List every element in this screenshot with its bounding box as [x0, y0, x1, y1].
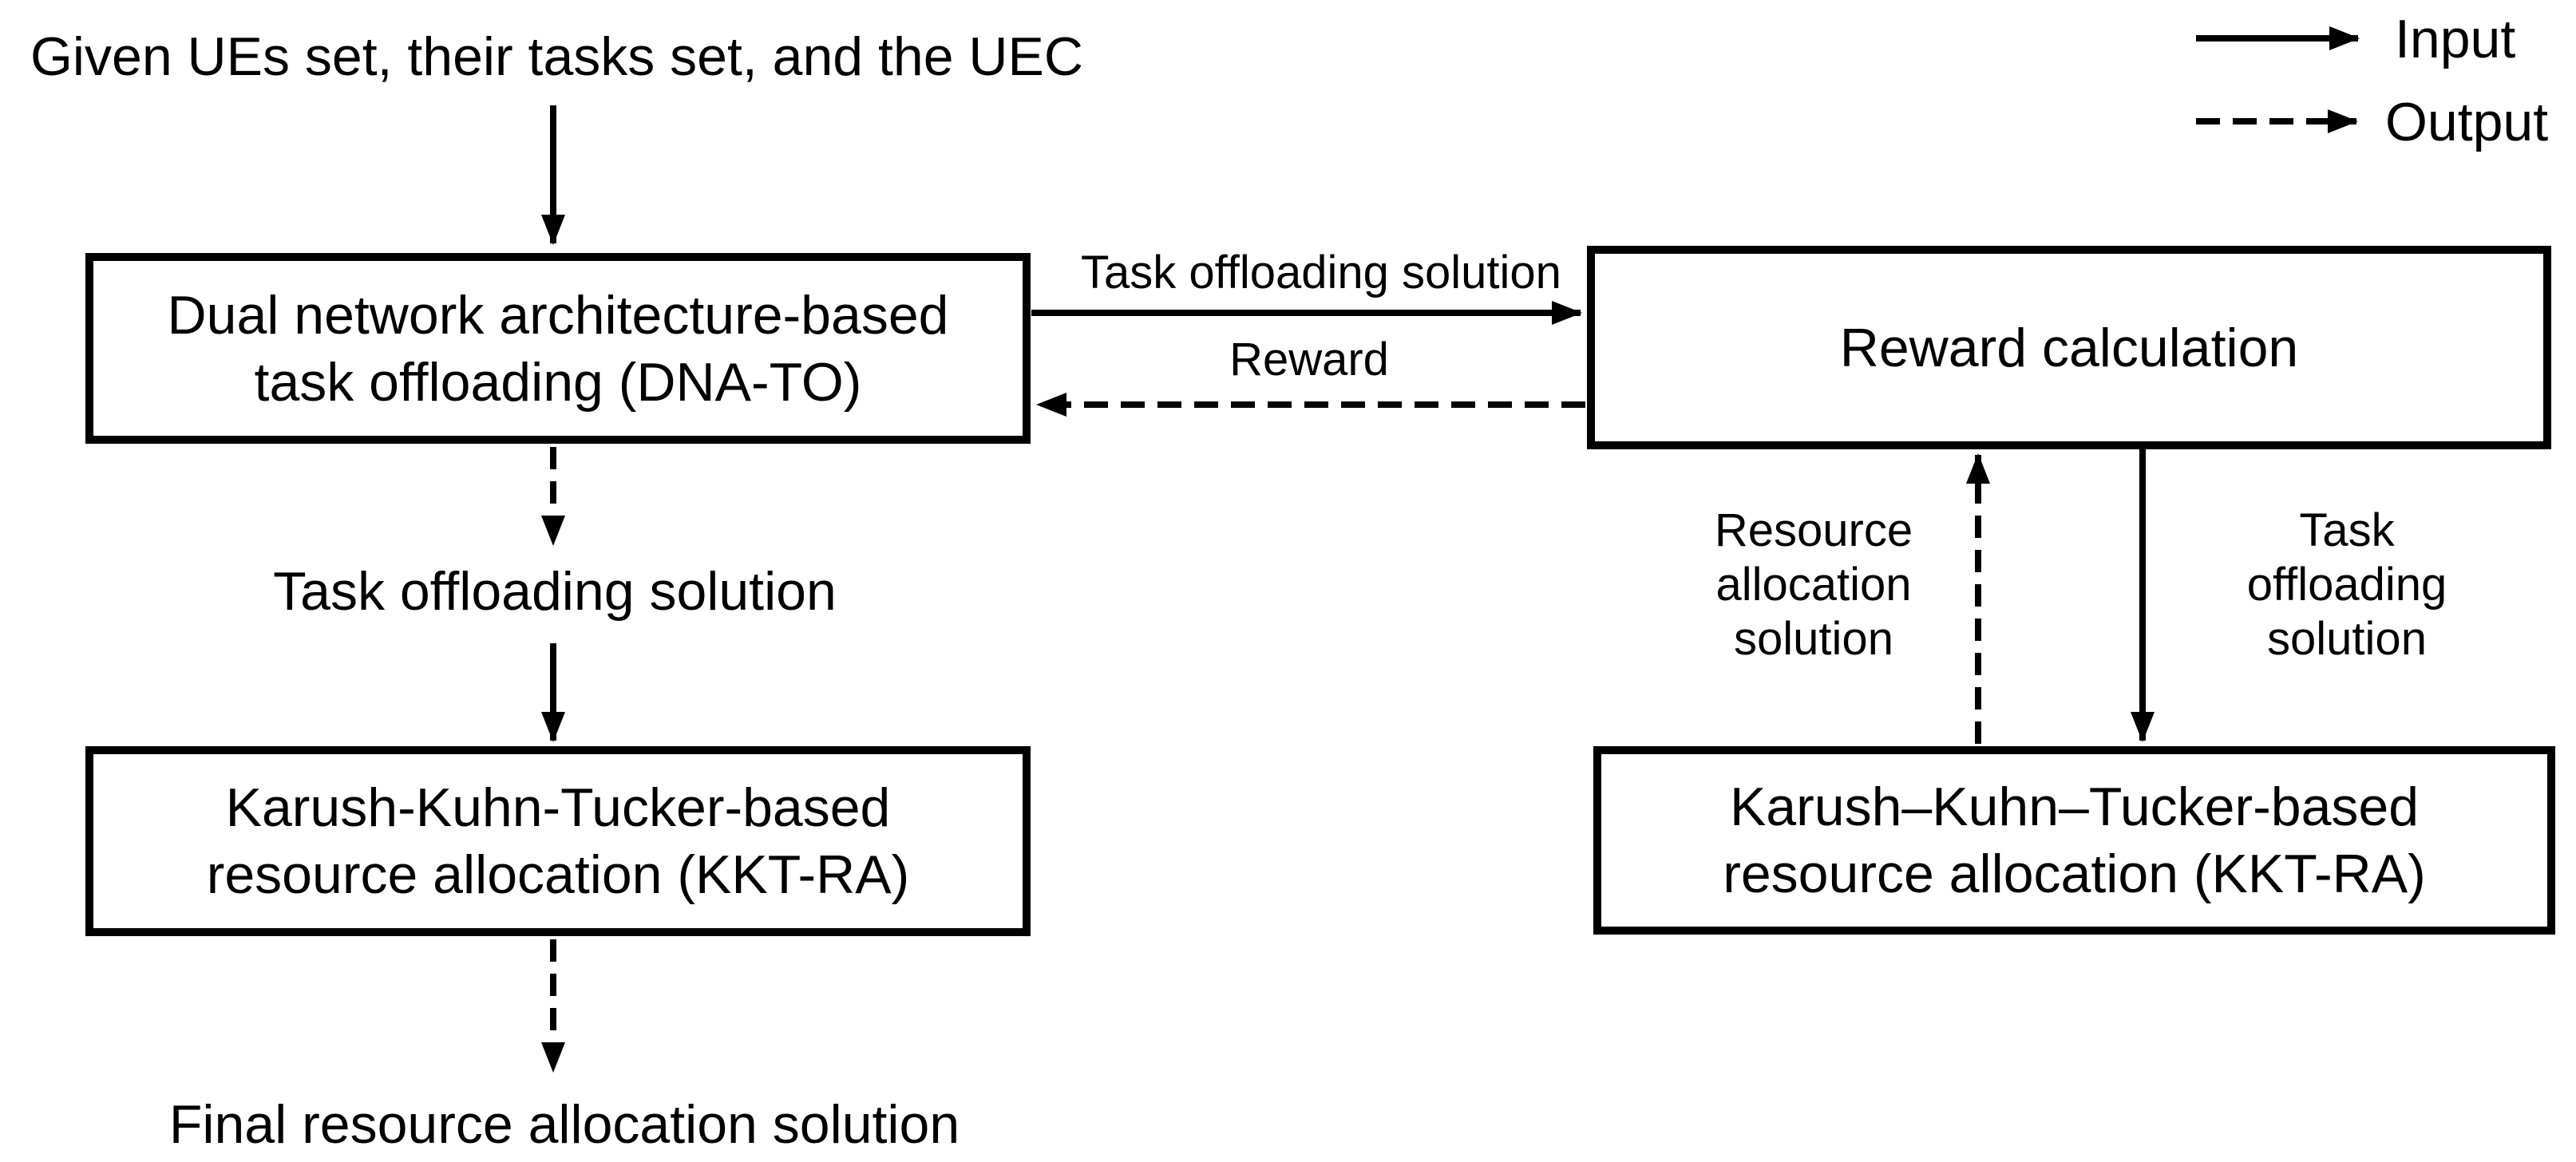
resource-allocation-solution-line3: solution	[1734, 613, 1893, 665]
kkt-ra-right-box: Karush–Kuhn–Tucker-based resource alloca…	[1593, 746, 2555, 935]
kkt-ra-left-box-line1: Karush-Kuhn-Tucker-based	[225, 777, 891, 838]
given-input-label: Given UEs set, their tasks set, and the …	[30, 26, 1083, 87]
task-offloading-solution-label-top: Task offloading solution	[1081, 247, 1561, 298]
dna-to-box: Dual network architecture-based task off…	[85, 253, 1031, 444]
task-offloading-solution-right-line3: solution	[2267, 613, 2427, 665]
reward-label: Reward	[1229, 334, 1389, 385]
task-offloading-solution-label-right: Task offloading solution	[2187, 504, 2507, 666]
task-offloading-solution-label-left: Task offloading solution	[273, 561, 837, 622]
final-resource-allocation-label: Final resource allocation solution	[168, 1094, 960, 1155]
task-offloading-solution-right-line1: Task	[2299, 504, 2395, 556]
dna-to-box-line2: task offloading (DNA-TO)	[254, 351, 862, 413]
kkt-ra-right-box-line2: resource allocation (KKT-RA)	[1723, 844, 2426, 904]
dna-to-box-line1: Dual network architecture-based	[167, 284, 949, 346]
legend-output-label: Output	[2385, 92, 2549, 152]
kkt-ra-left-box: Karush-Kuhn-Tucker-based resource alloca…	[85, 746, 1031, 936]
task-offloading-solution-right-line2: offloading	[2246, 559, 2447, 611]
reward-calculation-box-label: Reward calculation	[1839, 317, 2299, 378]
resource-allocation-solution-line1: Resource	[1714, 504, 1913, 556]
kkt-ra-right-box-line1: Karush–Kuhn–Tucker-based	[1729, 777, 2420, 837]
reward-calculation-box: Reward calculation	[1587, 246, 2551, 449]
kkt-ra-left-box-line2: resource allocation (KKT-RA)	[206, 844, 910, 905]
resource-allocation-solution-label: Resource allocation solution	[1654, 504, 1973, 666]
resource-allocation-solution-line2: allocation	[1715, 559, 1912, 611]
legend-input-label: Input	[2395, 9, 2516, 69]
